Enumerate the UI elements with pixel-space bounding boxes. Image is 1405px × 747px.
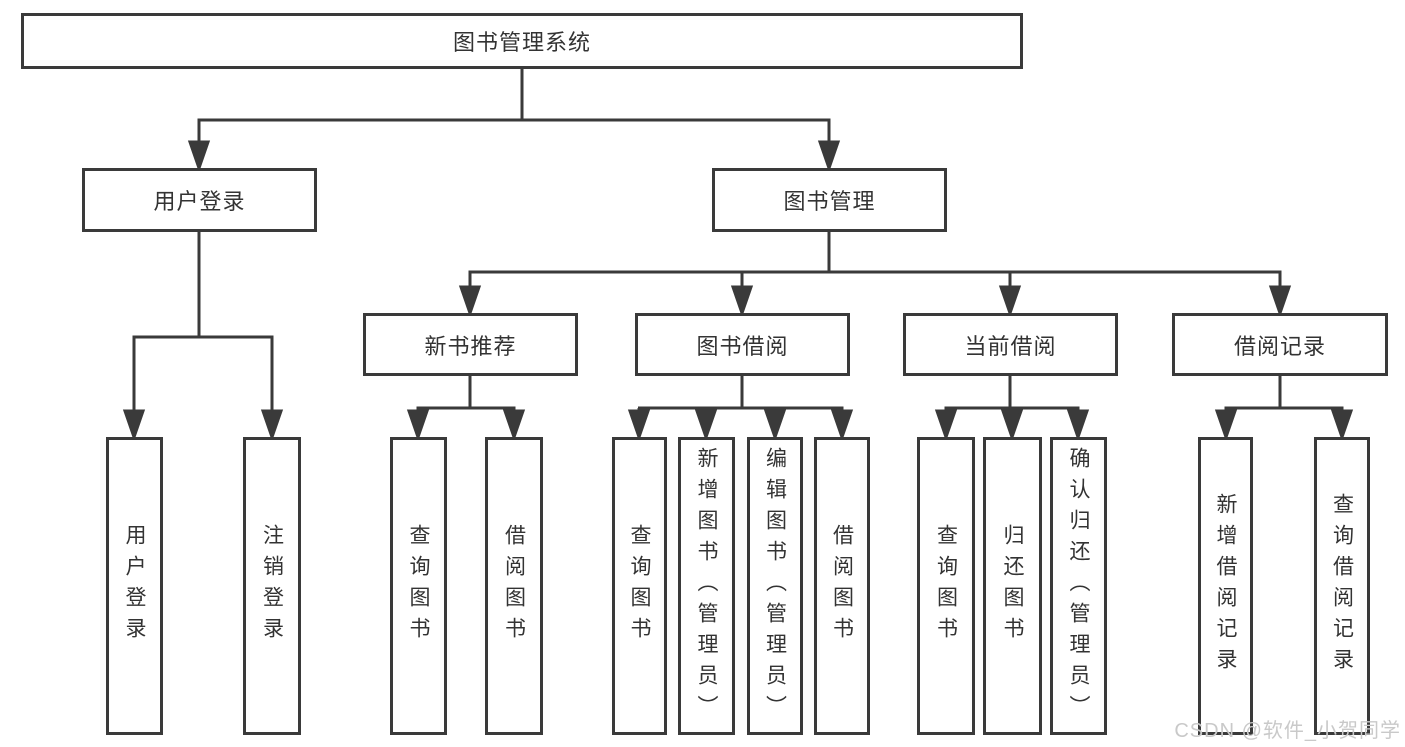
leaf-label: 查询借阅记录 — [1330, 493, 1354, 679]
node-user-login: 用户登录 — [82, 168, 317, 232]
leaf-label: 查询图书 — [628, 524, 651, 648]
leaf-add-borrow-record: 新增借阅记录 — [1198, 437, 1253, 735]
node-book-mgmt: 图书管理 — [712, 168, 947, 232]
leaf-label: 注销登录 — [260, 524, 284, 648]
leaf-edit-books-admin: 编辑图书（管理员） — [747, 437, 803, 735]
leaf-query-books-current: 查询图书 — [917, 437, 975, 735]
node-user-login-label: 用户登录 — [153, 189, 246, 214]
arrowhead — [730, 285, 754, 318]
node-new-book-rec: 新书推荐 — [363, 313, 578, 376]
leaf-label: 用户登录 — [123, 524, 146, 648]
leaf-borrow-books: 借阅图书 — [814, 437, 870, 735]
node-book-borrow-label: 图书借阅 — [696, 333, 789, 359]
leaf-confirm-return-admin: 确认归还（管理员） — [1050, 437, 1107, 735]
leaf-query-borrow-record: 查询借阅记录 — [1314, 437, 1370, 735]
leaf-label: 借阅图书 — [830, 524, 854, 648]
leaf-label: 新增借阅记录 — [1214, 493, 1237, 679]
arrowhead — [122, 409, 146, 442]
leaf-label: 查询图书 — [934, 524, 958, 648]
node-current-borrow-label: 当前借阅 — [964, 333, 1057, 359]
leaf-label: 查询图书 — [407, 524, 430, 648]
node-new-book-rec-label: 新书推荐 — [424, 333, 517, 359]
arrowhead — [1066, 409, 1090, 442]
arrowhead — [1214, 409, 1238, 442]
node-book-borrow: 图书借阅 — [635, 313, 850, 376]
arrowhead — [763, 409, 787, 442]
arrowhead — [406, 409, 430, 442]
node-root-label: 图书管理系统 — [452, 30, 591, 55]
arrowhead — [627, 409, 651, 442]
leaf-label: 归还图书 — [1001, 524, 1024, 648]
leaf-query-books-borrow: 查询图书 — [612, 437, 667, 735]
leaf-label: 编辑图书（管理员） — [763, 446, 787, 726]
leaf-user-login: 用户登录 — [106, 437, 163, 735]
arrowhead — [1000, 409, 1024, 442]
arrowhead — [260, 409, 284, 442]
arrowhead — [694, 409, 718, 442]
leaf-logout: 注销登录 — [243, 437, 301, 735]
arrowhead — [1330, 409, 1354, 442]
node-borrow-records: 借阅记录 — [1172, 313, 1388, 376]
arrowhead — [817, 140, 841, 173]
leaf-label: 借阅图书 — [502, 524, 526, 648]
leaf-query-books-rec: 查询图书 — [390, 437, 447, 735]
leaf-label: 确认归还（管理员） — [1067, 446, 1090, 726]
node-book-mgmt-label: 图书管理 — [783, 189, 876, 214]
leaf-borrow-books-rec: 借阅图书 — [485, 437, 543, 735]
leaf-label: 新增图书（管理员） — [695, 446, 718, 726]
leaf-add-books-admin: 新增图书（管理员） — [678, 437, 735, 735]
leaf-return-books: 归还图书 — [983, 437, 1042, 735]
arrowhead — [830, 409, 854, 442]
arrowhead — [187, 140, 211, 173]
node-root: 图书管理系统 — [21, 13, 1023, 69]
arrowhead — [458, 285, 482, 318]
node-current-borrow: 当前借阅 — [903, 313, 1118, 376]
node-borrow-records-label: 借阅记录 — [1233, 333, 1326, 359]
arrowhead — [1268, 285, 1292, 318]
arrowhead — [934, 409, 958, 442]
csdn-watermark: CSDN @软件_小贺同学 — [1174, 720, 1401, 742]
arrowhead — [998, 285, 1022, 318]
arrowhead — [502, 409, 526, 442]
